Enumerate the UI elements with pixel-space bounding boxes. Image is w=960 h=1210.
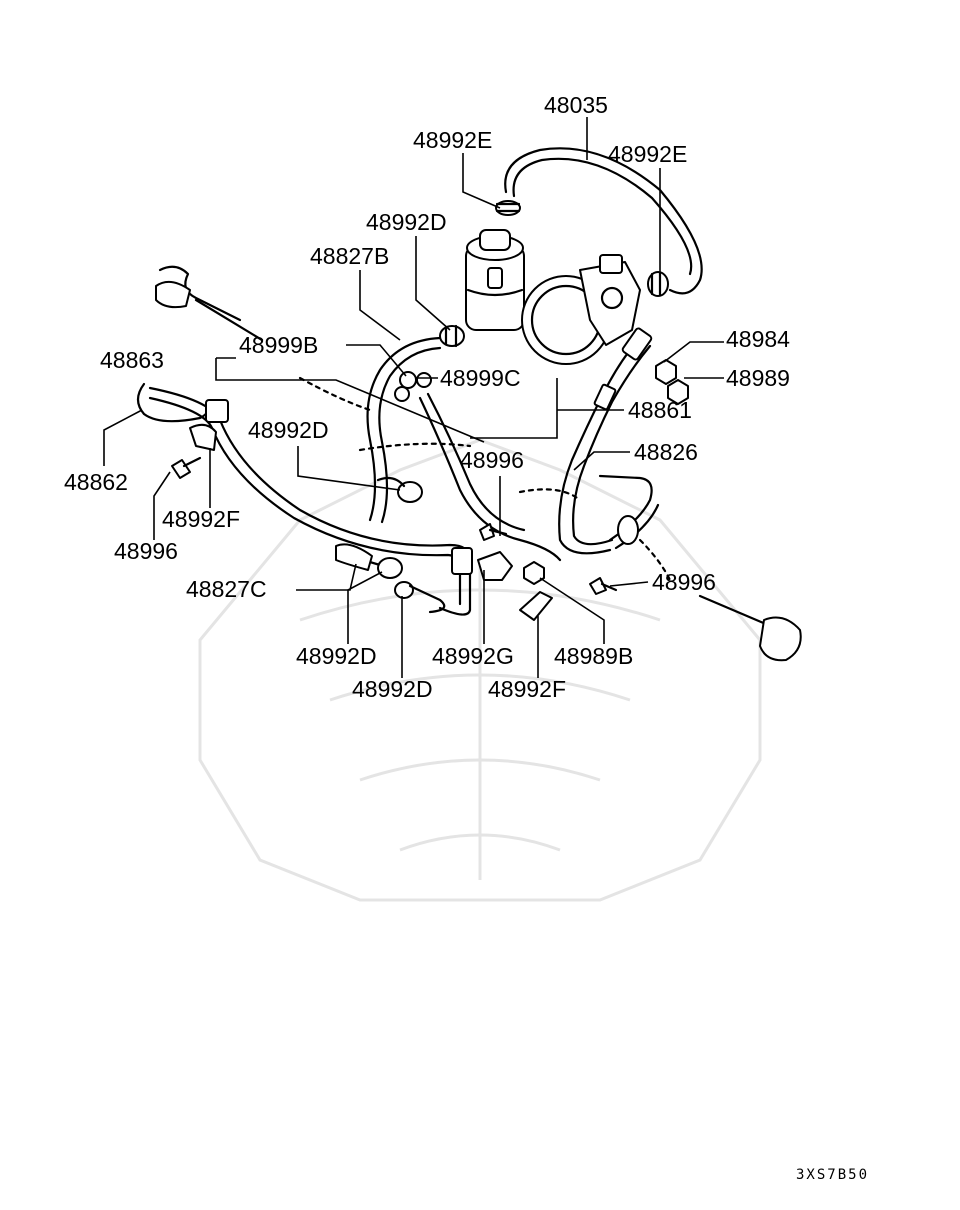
union-fitting bbox=[617, 515, 639, 545]
label-48999c: 48999C bbox=[440, 365, 521, 391]
label-48862: 48862 bbox=[64, 469, 128, 495]
diagram-code: 3XS7B50 bbox=[796, 1167, 869, 1183]
clamp-g bbox=[477, 551, 513, 581]
bracket-f bbox=[519, 591, 553, 621]
label-48992f-left: 48992F bbox=[162, 506, 240, 532]
suction-hose bbox=[366, 336, 442, 522]
label-48996-mid: 48996 bbox=[460, 447, 524, 473]
label-48989: 48989 bbox=[726, 365, 790, 391]
watermark-emblem bbox=[198, 438, 762, 902]
pressure-hose bbox=[558, 336, 642, 555]
label-48992f-low: 48992F bbox=[488, 676, 566, 702]
part-labels: 48035 48992E 48992E 48992D 48827B 48984 … bbox=[64, 92, 790, 702]
label-48992d-low1: 48992D bbox=[296, 643, 377, 669]
reservoir-tank bbox=[465, 229, 525, 331]
label-48827b: 48827B bbox=[310, 243, 389, 269]
label-48863: 48863 bbox=[100, 347, 164, 373]
pipe-clamp-left bbox=[189, 423, 217, 451]
label-48035: 48035 bbox=[544, 92, 608, 118]
label-48992d-mid: 48992D bbox=[248, 417, 329, 443]
label-48992e-right: 48992E bbox=[608, 141, 687, 167]
label-48992e-left: 48992E bbox=[413, 127, 492, 153]
pipe-clamp-center bbox=[451, 547, 473, 575]
label-48984: 48984 bbox=[726, 326, 790, 352]
label-48992d-top: 48992D bbox=[366, 209, 447, 235]
flare-nut bbox=[655, 359, 677, 385]
label-48999b: 48999B bbox=[239, 332, 318, 358]
label-48996-left: 48996 bbox=[114, 538, 178, 564]
power-steering-pump bbox=[521, 254, 641, 365]
bolt-left bbox=[171, 459, 191, 479]
label-48861: 48861 bbox=[628, 397, 692, 423]
label-48989b: 48989B bbox=[554, 643, 633, 669]
parts-illustration bbox=[136, 147, 802, 662]
label-48992g: 48992G bbox=[432, 643, 514, 669]
label-48992d-low2: 48992D bbox=[352, 676, 433, 702]
label-48996-right: 48996 bbox=[652, 569, 716, 595]
label-48826: 48826 bbox=[634, 439, 698, 465]
leader-lines bbox=[103, 117, 724, 678]
label-48827c: 48827C bbox=[186, 576, 267, 602]
